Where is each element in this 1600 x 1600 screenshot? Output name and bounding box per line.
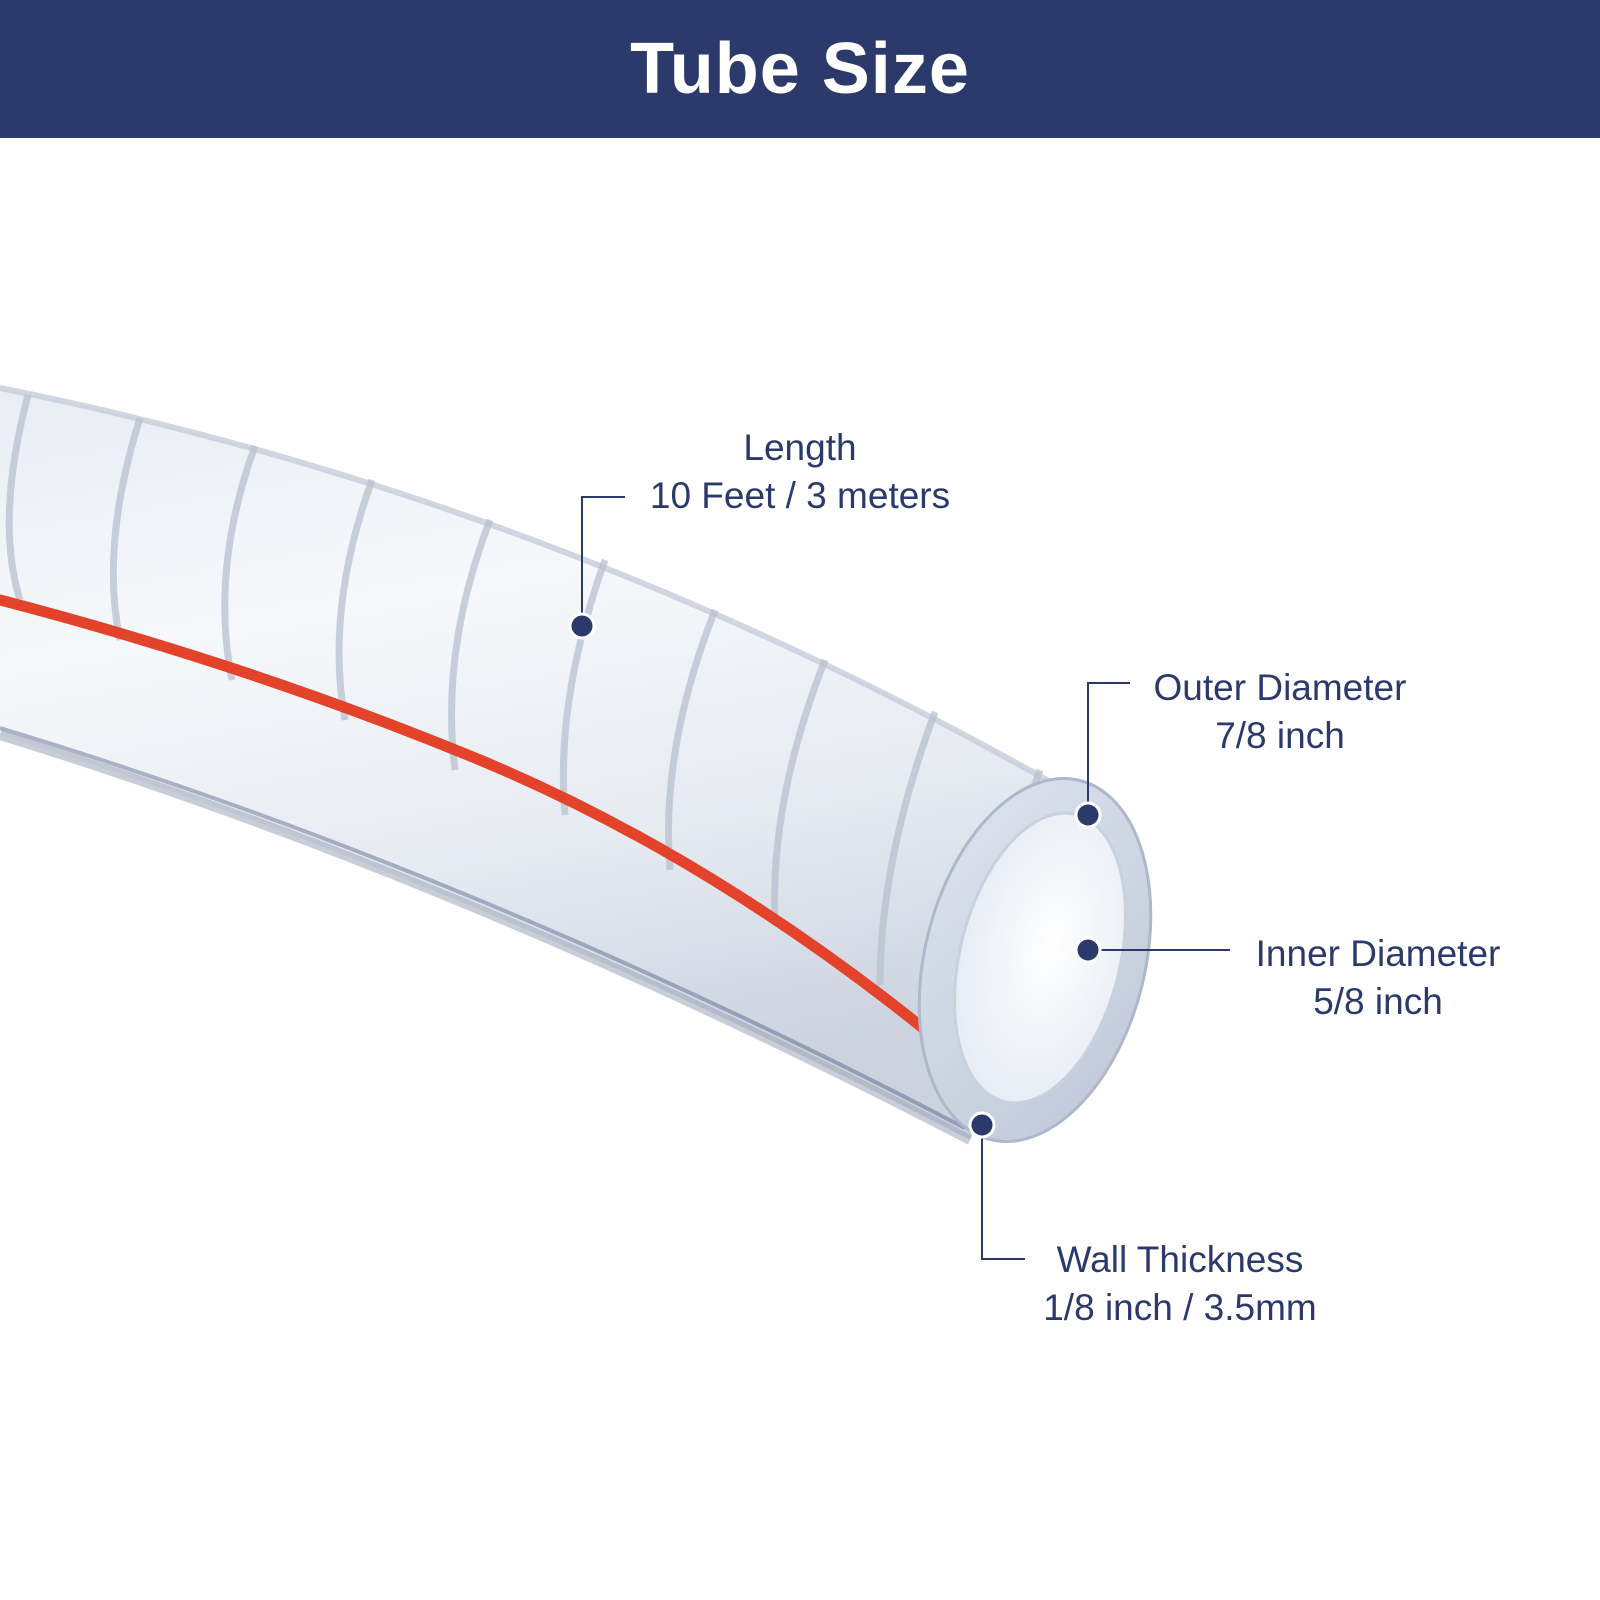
outer-diameter-callout: Outer Diameter 7/8 inch	[1130, 664, 1430, 760]
inner-diameter-dot	[1074, 936, 1102, 964]
wall-thickness-dot	[968, 1111, 996, 1139]
outer-diameter-dot	[1074, 801, 1102, 829]
length-dot	[568, 612, 596, 640]
outer-diameter-value: 7/8 inch	[1215, 715, 1345, 756]
length-value: 10 Feet / 3 meters	[649, 475, 951, 516]
page-title: Tube Size	[630, 29, 970, 109]
wall-thickness-value: 1/8 inch / 3.5mm	[1043, 1287, 1317, 1328]
tube-top-edge	[0, 385, 1077, 799]
callout-dots	[568, 612, 1102, 1139]
title-banner: Tube Size	[0, 0, 1600, 138]
inner-diameter-value: 5/8 inch	[1313, 981, 1443, 1022]
wall-thickness-label: Wall Thickness	[1056, 1239, 1304, 1280]
inner-diameter-label: Inner Diameter	[1255, 933, 1501, 974]
inner-diameter-callout: Inner Diameter 5/8 inch	[1228, 930, 1528, 1026]
tube-bottom-edge	[0, 730, 973, 1145]
leader-lines	[581, 496, 1230, 1260]
red-stripe	[0, 594, 956, 1056]
length-label: Length	[743, 427, 857, 468]
outer-diameter-label: Outer Diameter	[1153, 667, 1407, 708]
wall-thickness-callout: Wall Thickness 1/8 inch / 3.5mm	[1020, 1236, 1340, 1332]
length-callout: Length 10 Feet / 3 meters	[620, 424, 980, 520]
tube-body	[0, 388, 1075, 1140]
